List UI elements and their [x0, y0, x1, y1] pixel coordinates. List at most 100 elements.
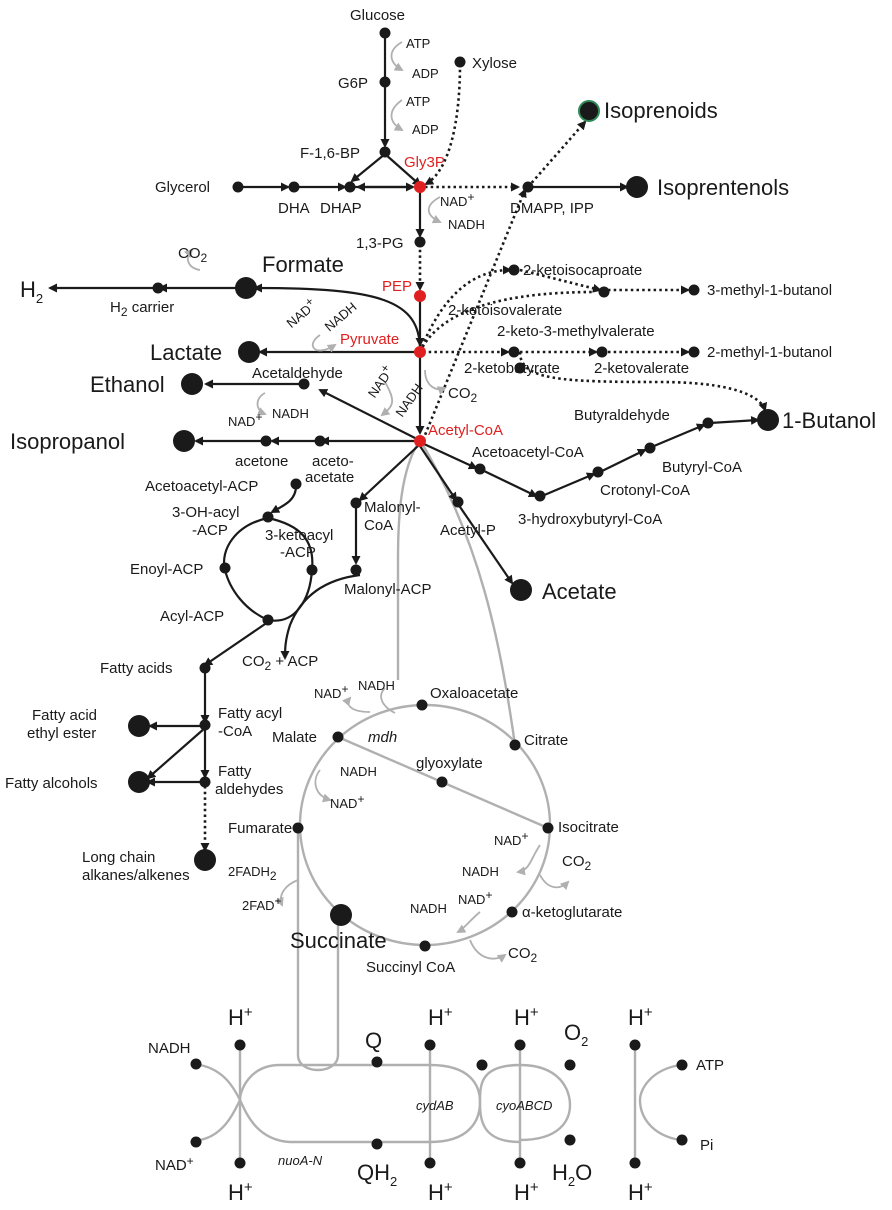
- label-fumarate: Fumarate: [228, 820, 292, 837]
- label-succinylcoa: Succinyl CoA: [366, 959, 455, 976]
- label-isoprenoids: Isoprenoids: [604, 98, 718, 123]
- label-acylacp: Acyl-ACP: [160, 608, 224, 625]
- label-dha: DHA: [278, 200, 310, 217]
- isoprenoids-node: [578, 100, 600, 122]
- metabolite-labels: Glucose G6P Xylose F-1,6-BP Gly3P Glycer…: [5, 7, 876, 976]
- label-alkanes-1: Long chain: [82, 849, 155, 866]
- svg-text:NADH: NADH: [448, 217, 485, 232]
- label-acetate: Acetate: [542, 579, 617, 604]
- label-malate: Malate: [272, 729, 317, 746]
- svg-text:Pi: Pi: [700, 1137, 713, 1154]
- svg-text:H2O: H2O: [552, 1160, 592, 1189]
- label-acetoacetylcoa: Acetoacetyl-CoA: [472, 444, 584, 461]
- svg-text:NADH: NADH: [462, 864, 499, 879]
- svg-text:NAD+: NAD+: [494, 829, 528, 848]
- label-faee-1: Fatty acid: [32, 707, 97, 724]
- label-pyruvate: Pyruvate: [340, 331, 399, 348]
- svg-text:NADH: NADH: [322, 299, 360, 334]
- label-pep: PEP: [382, 278, 412, 295]
- engineered-pathways: [200, 63, 768, 852]
- label-h2: H2: [20, 277, 43, 306]
- svg-text:H+: H+: [514, 1179, 539, 1205]
- label-alkanes-2: alkanes/alkenes: [82, 867, 190, 884]
- label-oxaloacetate: Oxaloacetate: [430, 685, 518, 702]
- label-hbcoa: 3-hydroxybutyryl-CoA: [518, 511, 662, 528]
- label-h2carrier: H2 carrier: [110, 299, 174, 319]
- label-ohacyl-1: 3-OH-acyl: [172, 504, 240, 521]
- label-lactate: Lactate: [150, 340, 222, 365]
- svg-text:H+: H+: [514, 1004, 539, 1030]
- label-butyrylcoa: Butyryl-CoA: [662, 459, 742, 476]
- label-glyoxylate: glyoxylate: [416, 755, 483, 772]
- enzyme-mdh: mdh: [368, 729, 397, 746]
- label-acetaldehyde: Acetaldehyde: [252, 365, 343, 382]
- label-kiv: 2-ketoisovalerate: [448, 302, 562, 319]
- label-ketovalerate: 2-ketovalerate: [594, 360, 689, 377]
- svg-text:H+: H+: [628, 1004, 653, 1030]
- label-succinate: Succinate: [290, 928, 387, 953]
- svg-text:ATP: ATP: [406, 94, 430, 109]
- main-pathways: [48, 36, 760, 787]
- label-fattyald-1: Fatty: [218, 763, 252, 780]
- svg-text:H+: H+: [428, 1179, 453, 1205]
- label-f16bp: F-1,6-BP: [300, 145, 360, 162]
- label-ketoacyl-1: 3-ketoacyl: [265, 527, 333, 544]
- etc-labels: H+ H+ H+ H+ H+ H+ H+ H+ NADH NAD+ Q QH2 …: [148, 1004, 724, 1205]
- label-fattyacids: Fatty acids: [100, 660, 173, 677]
- label-isopropanol: Isopropanol: [10, 429, 125, 454]
- label-citrate: Citrate: [524, 732, 568, 749]
- svg-text:CO2: CO2: [508, 945, 538, 965]
- svg-text:ADP: ADP: [412, 122, 439, 137]
- svg-text:2FAD+: 2FAD+: [242, 894, 282, 913]
- label-glycerol: Glycerol: [155, 179, 210, 196]
- svg-text:H+: H+: [428, 1004, 453, 1030]
- label-formate: Formate: [262, 252, 344, 277]
- label-g6p: G6P: [338, 75, 368, 92]
- label-co2acp: CO2 + ACP: [242, 653, 318, 673]
- label-dmapp: DMAPP, IPP: [510, 200, 594, 217]
- svg-text:NADH: NADH: [272, 406, 309, 421]
- label-3mb: 3-methyl-1-butanol: [707, 282, 832, 299]
- label-enoylacp: Enoyl-ACP: [130, 561, 203, 578]
- label-1butanol: 1-Butanol: [782, 408, 876, 433]
- electron-transport-chain: [199, 1040, 681, 1160]
- label-13pg: 1,3-PG: [356, 235, 404, 252]
- svg-text:NAD+: NAD+: [155, 1154, 194, 1174]
- label-isoprentenols: Isoprentenols: [657, 175, 789, 200]
- label-fattyald-2: aldehydes: [215, 781, 283, 798]
- label-crotonylcoa: Crotonyl-CoA: [600, 482, 690, 499]
- svg-text:CO2: CO2: [448, 385, 478, 405]
- svg-text:H+: H+: [228, 1004, 253, 1030]
- enzyme-cyoabcd: cyoABCD: [496, 1098, 552, 1113]
- label-ketoacyl-2: -ACP: [280, 544, 316, 561]
- svg-text:ATP: ATP: [406, 36, 430, 51]
- nodes: [128, 27, 779, 1169]
- label-dhap: DHAP: [320, 200, 362, 217]
- label-faee-2: ethyl ester: [27, 725, 96, 742]
- svg-text:H+: H+: [228, 1179, 253, 1205]
- svg-text:NAD+: NAD+: [440, 190, 474, 209]
- svg-text:NAD+: NAD+: [458, 888, 492, 907]
- enzyme-labels: mdh nuoA-N cydAB cyoABCD: [278, 729, 552, 1168]
- svg-text:CO2: CO2: [178, 245, 208, 265]
- svg-text:NAD+: NAD+: [228, 410, 262, 429]
- enzyme-cydab: cydAB: [416, 1098, 454, 1113]
- svg-text:QH2: QH2: [357, 1160, 397, 1189]
- svg-text:O2: O2: [564, 1020, 588, 1049]
- svg-text:CO2: CO2: [562, 853, 592, 873]
- label-malonylcoa-1: Malonyl-: [364, 499, 421, 516]
- label-ohacyl-2: -ACP: [192, 522, 228, 539]
- label-fattyacylcoa-1: Fatty acyl: [218, 705, 282, 722]
- label-acetone: acetone: [235, 453, 288, 470]
- cofactor-labels: ATP ADP ATP ADP NAD+ NADH CO2 NAD+ NADH …: [178, 36, 592, 965]
- svg-text:NADH: NADH: [358, 678, 395, 693]
- label-fattyalc: Fatty alcohols: [5, 775, 98, 792]
- label-2mb: 2-methyl-1-butanol: [707, 344, 832, 361]
- svg-text:NAD+: NAD+: [330, 792, 364, 811]
- succinate-to-etc: [296, 828, 340, 1072]
- label-malonylcoa-2: CoA: [364, 517, 393, 534]
- enzyme-nuoan: nuoA-N: [278, 1153, 323, 1168]
- svg-text:2FADH2: 2FADH2: [228, 864, 277, 883]
- label-acetoacetate-1: aceto-: [312, 453, 354, 470]
